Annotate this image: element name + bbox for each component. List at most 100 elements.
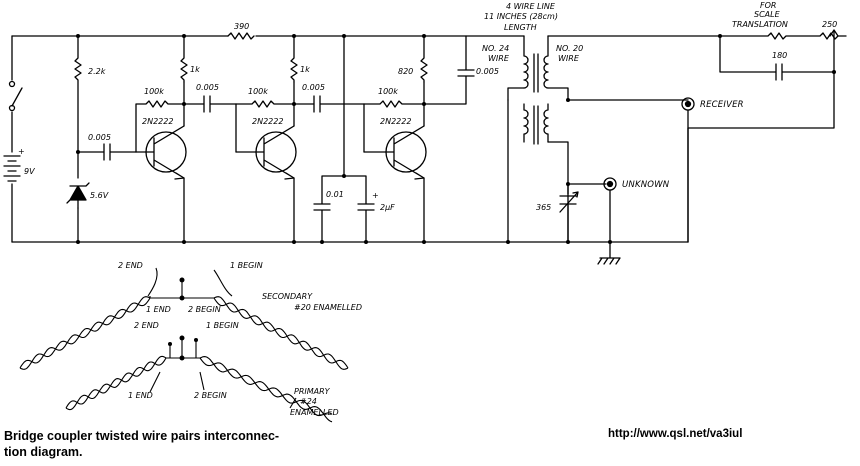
label-250: 250 (822, 20, 837, 29)
caption-line-1: Bridge coupler twisted wire pairs interc… (4, 429, 280, 443)
q1-leads (135, 125, 185, 180)
label-bot-2-end: 2 END (134, 321, 159, 330)
label-2k2: 2.2k (88, 67, 106, 76)
coupler-output-wires (507, 99, 689, 243)
label-secondary: SECONDARY (262, 292, 313, 301)
label-cap-b: 0.005 (302, 83, 325, 92)
label-cap-2uf: 2μF (380, 203, 395, 212)
label-zener: 5.6V (90, 191, 109, 200)
label-bot-1-begin: 1 BEGIN (206, 321, 239, 330)
label-1k-a: 1k (190, 65, 200, 74)
junction-dots (76, 34, 836, 244)
label-1k-b: 1k (300, 65, 310, 74)
receiver-return-wire (687, 71, 835, 243)
label-390: 390 (234, 22, 249, 31)
resistor-100k-b (235, 100, 295, 108)
resistor-390 (227, 32, 255, 40)
label-top-1-end: 1 END (146, 305, 171, 314)
label-no24: NO. 24 (482, 44, 509, 53)
switch-contact-top (8, 80, 16, 88)
capacitor-0-01 (313, 35, 345, 243)
q2-wires (235, 81, 295, 243)
coupler-winding-left-bottom (523, 103, 529, 143)
secondary-wire-left-a (19, 297, 151, 370)
primary-wire-left-b (65, 355, 167, 409)
label-primary: PRIMARY (294, 387, 331, 396)
coupling-capacitor-a (183, 95, 237, 113)
resistor-1k-a (180, 35, 188, 83)
label-battery: 9V (24, 167, 35, 176)
label-wire-line-2: 11 INCHES (28cm) (484, 12, 558, 21)
label-q2: 2N2222 (252, 117, 283, 126)
label-scale-1: FOR (760, 1, 776, 10)
label-primary-enamel: ENAMELLED (290, 408, 339, 417)
label-100k-c: 100k (378, 87, 398, 96)
label-top-2-begin: 2 BEGIN (188, 305, 221, 314)
primary-pointer-lines (149, 371, 297, 409)
resistor-1k-b (290, 35, 298, 83)
label-cap-a: 0.005 (196, 83, 219, 92)
resistor-100k-a (135, 100, 185, 153)
label-top-1-begin: 1 BEGIN (230, 261, 263, 270)
caption-line-2: tion diagram. (4, 445, 83, 459)
secondary-joint (149, 282, 214, 299)
label-365: 365 (536, 203, 551, 212)
coupling-capacitor-b (293, 95, 365, 113)
label-cap-output: 0.005 (476, 67, 499, 76)
figure-caption: Bridge coupler twisted wire pairs interc… (4, 428, 279, 460)
label-no20: NO. 20 (556, 44, 583, 53)
label-scale-2: SCALE (754, 10, 781, 19)
pair-dots (168, 277, 198, 361)
resistor-820 (420, 35, 428, 83)
secondary-wire-right-b (213, 296, 349, 369)
label-secondary-wire: #20 ENAMELLED (294, 303, 362, 312)
label-scale-3: TRANSLATION (732, 20, 788, 29)
label-receiver: RECEIVER (700, 100, 744, 110)
capacitor-365 (559, 183, 607, 243)
coupler-winding-right-bottom (543, 103, 549, 143)
secondary-wire-right-a (213, 297, 349, 370)
resistor-2k2 (74, 35, 82, 243)
label-no20-wire: WIRE (558, 54, 580, 63)
label-q3: 2N2222 (380, 117, 411, 126)
switch-lever (11, 87, 23, 107)
label-bot-2-begin: 2 BEGIN (194, 391, 227, 400)
label-unknown: UNKNOWN (622, 180, 670, 190)
primary-wire-left-a (65, 357, 167, 411)
label-100k-b: 100k (248, 87, 268, 96)
label-no24-wire: WIRE (488, 54, 510, 63)
q3-leads (363, 125, 425, 180)
coupler-winding-right-top (543, 35, 549, 89)
label-100k-a: 100k (144, 87, 164, 96)
source-url: http://www.qsl.net/va3iul (608, 428, 743, 440)
label-cap-2uf-plus: + (372, 191, 379, 200)
label-bot-1-end: 1 END (128, 391, 153, 400)
coupler-core (533, 53, 539, 145)
label-wire-line-1: 4 WIRE LINE (506, 2, 556, 11)
coupler-winding-left-top (523, 35, 529, 89)
capacitor-2uf (343, 175, 375, 243)
input-capacitor (77, 143, 137, 161)
label-wire-line-3: LENGTH (504, 23, 537, 32)
secondary-leads (147, 267, 233, 297)
label-cap-input: 0.005 (88, 133, 111, 142)
label-battery-plus: + (18, 147, 25, 156)
unknown-jack-center (606, 180, 614, 188)
label-q1: 2N2222 (142, 117, 173, 126)
label-cap-001: 0.01 (326, 190, 344, 199)
label-180: 180 (772, 51, 787, 60)
twisted-pair-diagram (19, 267, 349, 423)
q2-leads (235, 125, 295, 180)
ground-symbol (597, 189, 621, 265)
resistor-100k-c (363, 100, 425, 108)
secondary-wire-left-b (19, 296, 151, 369)
label-top-2-end: 2 END (118, 261, 143, 270)
label-primary-wire: #24 (300, 397, 317, 406)
coupler-mid-wires (507, 87, 569, 101)
resistor-scale (547, 32, 847, 40)
label-820: 820 (398, 67, 413, 76)
receiver-jack-center (684, 100, 692, 108)
output-capacitor (423, 35, 525, 105)
primary-wire-right-b (199, 356, 333, 423)
